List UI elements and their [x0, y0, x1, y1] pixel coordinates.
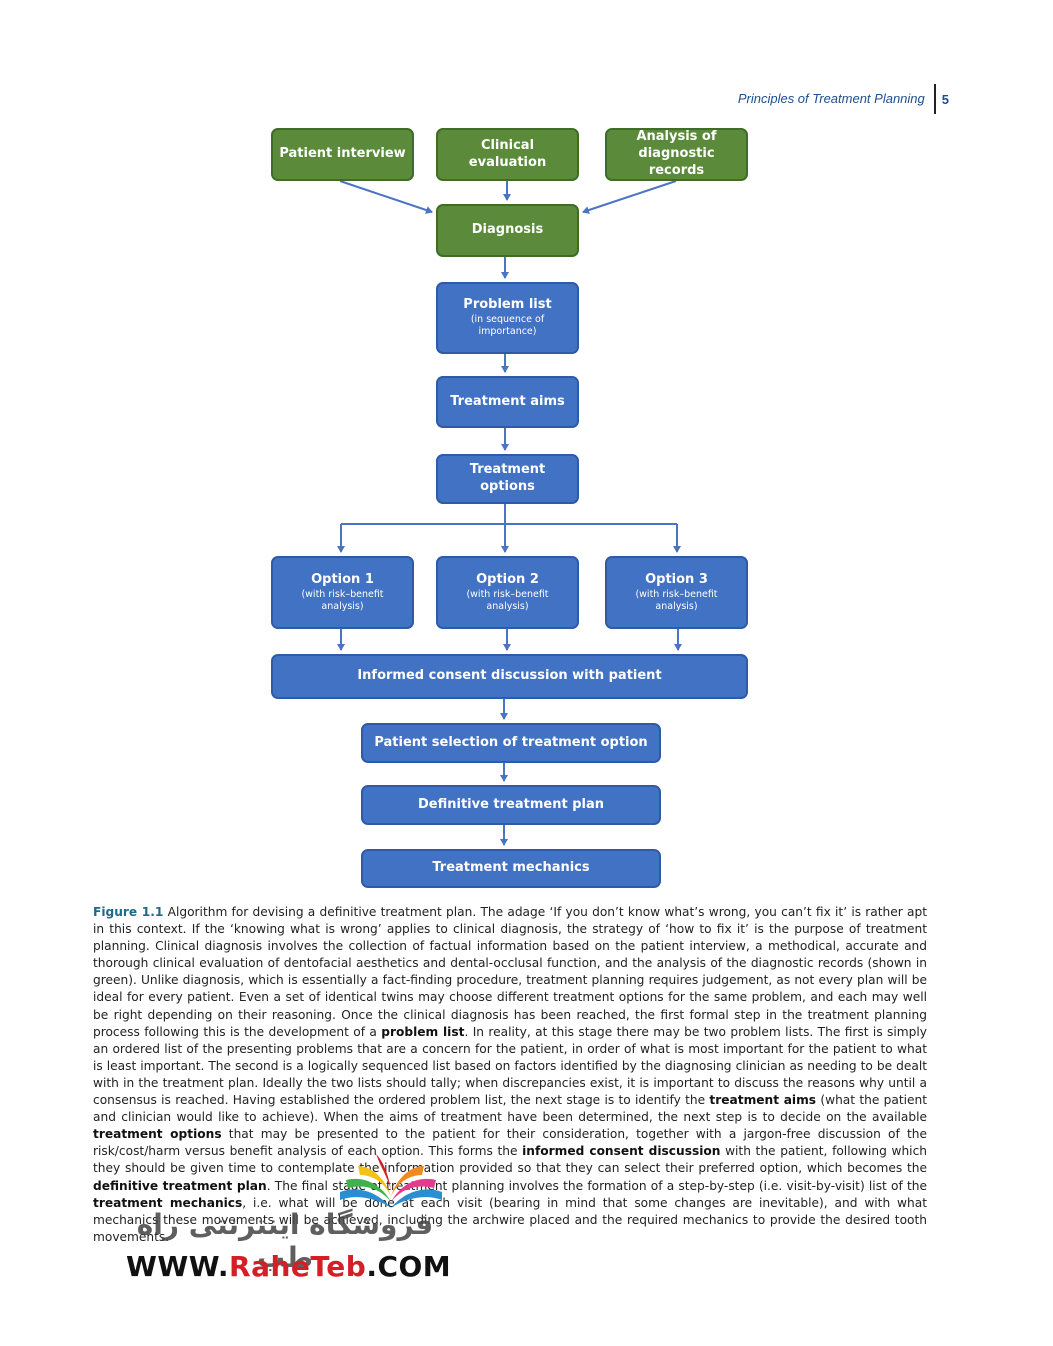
- page-number: 5: [941, 91, 949, 107]
- node-treatment-options: Treatment options: [436, 454, 579, 504]
- watermark-url-suffix: .COM: [366, 1250, 452, 1283]
- caption-text-5: with the patient, following which they s…: [93, 1144, 927, 1176]
- node-treatment-aims: Treatment aims: [436, 376, 579, 428]
- caption-term-definitive-plan: definitive treatment plan: [93, 1178, 267, 1193]
- node-option-2-label: Option 2: [476, 571, 539, 587]
- node-treatment-mechanics: Treatment mechanics: [361, 849, 661, 888]
- node-clinical-evaluation-label: Clinical evaluation: [468, 137, 547, 170]
- node-clinical-evaluation: Clinical evaluation: [436, 128, 579, 181]
- caption-text-4: that may be presented to the patient for…: [93, 1127, 927, 1159]
- figure-caption: Figure 1.1 Algorithm for devising a defi…: [93, 904, 927, 1246]
- arrow-interview-diagnosis: [339, 180, 433, 214]
- node-problem-list: Problem list (in sequence of importance): [436, 282, 579, 354]
- node-informed-consent-label: Informed consent discussion with patient: [357, 668, 662, 684]
- node-informed-consent: Informed consent discussion with patient: [271, 654, 748, 699]
- caption-text-3: (what the patient and clinician would li…: [93, 1093, 928, 1125]
- watermark-url-prefix: WWW.: [126, 1250, 230, 1283]
- caption-term-treatment-aims: treatment aims: [709, 1093, 817, 1108]
- arrow-records-diagnosis: [582, 180, 677, 214]
- running-head-title: Principles of Treatment Planning: [738, 84, 936, 114]
- node-analysis-records: Analysis of diagnostic records: [605, 128, 748, 181]
- node-treatment-mechanics-label: Treatment mechanics: [432, 860, 590, 876]
- node-definitive-plan: Definitive treatment plan: [361, 785, 661, 825]
- node-treatment-options-label: Treatment options: [469, 462, 546, 494]
- caption-text-1: Algorithm for devising a definitive trea…: [93, 905, 927, 1039]
- watermark-url-brand: RaheTeb: [229, 1250, 367, 1283]
- node-treatment-aims-label: Treatment aims: [450, 393, 565, 409]
- caption-term-treatment-mechanics: treatment mechanics: [93, 1195, 243, 1210]
- node-option-2-sub: (with risk–benefit analysis): [466, 588, 549, 612]
- node-option-3: Option 3 (with risk–benefit analysis): [605, 556, 748, 629]
- node-problem-list-label: Problem list: [463, 297, 552, 313]
- node-option-3-label: Option 3: [645, 571, 708, 587]
- caption-text-7: , i.e. what will be done at each visit (…: [93, 1195, 927, 1244]
- caption-term-problem-list: problem list: [381, 1024, 465, 1039]
- node-patient-interview-label: Patient interview: [279, 146, 406, 162]
- node-option-1: Option 1 (with risk–benefit analysis): [271, 556, 414, 629]
- watermark-url: WWW.RaheTeb.COM: [126, 1250, 451, 1283]
- node-analysis-records-label: Analysis of diagnostic records: [636, 129, 717, 178]
- node-option-1-sub: (with risk–benefit analysis): [301, 588, 384, 612]
- node-definitive-plan-label: Definitive treatment plan: [417, 796, 605, 812]
- node-option-3-sub: (with risk–benefit analysis): [635, 588, 718, 612]
- caption-term-informed-consent: informed consent discussion: [522, 1144, 721, 1159]
- node-diagnosis-label: Diagnosis: [471, 222, 544, 238]
- flowchart-connectors: [337, 180, 682, 846]
- node-problem-list-sub: (in sequence of importance): [470, 314, 545, 338]
- node-diagnosis: Diagnosis: [436, 204, 579, 257]
- node-patient-selection-label: Patient selection of treatment option: [374, 734, 648, 750]
- figure-label: Figure 1.1: [93, 905, 164, 919]
- book-logo-icon: [340, 1154, 442, 1208]
- caption-text-2: . In reality, at this stage there may be…: [93, 1024, 927, 1108]
- caption-term-treatment-options: treatment options: [93, 1127, 222, 1142]
- node-option-2: Option 2 (with risk–benefit analysis): [436, 556, 579, 629]
- node-patient-selection: Patient selection of treatment option: [361, 723, 661, 763]
- watermark-persian-text: فروشگاه اینترنتی راه طب: [136, 1208, 434, 1274]
- node-option-1-label: Option 1: [311, 571, 374, 587]
- node-patient-interview: Patient interview: [271, 128, 414, 181]
- running-header: Principles of Treatment Planning 5: [738, 84, 949, 114]
